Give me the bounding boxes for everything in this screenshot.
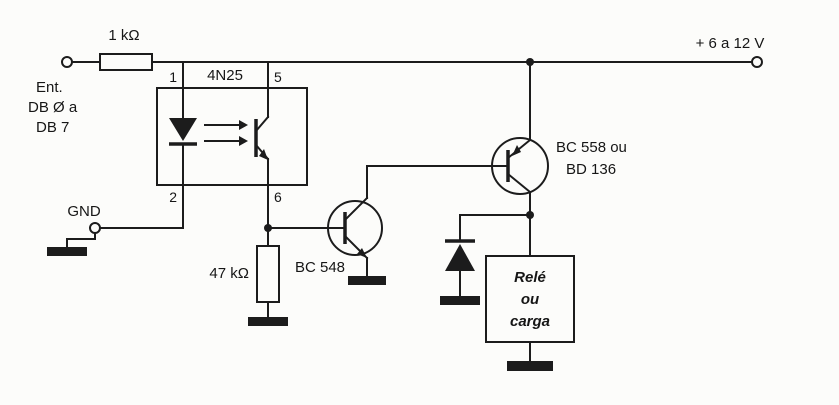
light-arrow-head [239, 136, 248, 146]
input-label: Ent. [36, 79, 63, 96]
emitter-arrow [357, 248, 367, 258]
emitter-arrow [512, 145, 521, 156]
resistor-r1-label: 1 kΩ [108, 27, 139, 44]
pin2-label: 2 [169, 189, 177, 205]
phototransistor-symbol [254, 87, 270, 186]
supply-terminal-icon [751, 56, 763, 68]
resistor-r1: 1 kΩ [99, 27, 153, 71]
gnd-terminal: GND [47, 184, 184, 256]
transistor-bc558-label-line2: BD 136 [566, 161, 616, 178]
ground-icon [47, 247, 87, 256]
resistor-r2-label: 47 kΩ [209, 265, 249, 282]
pin1-label: 1 [169, 69, 177, 85]
supply-voltage-label: + 6 a 12 V [696, 35, 765, 52]
light-arrow-head [239, 120, 248, 130]
emitter-arrow [259, 149, 268, 160]
ground-icon [440, 296, 480, 305]
input-terminal-icon [61, 56, 73, 68]
junction-dot [264, 224, 272, 232]
pin6-label: 6 [274, 189, 282, 205]
flyback-diode [440, 214, 531, 305]
resistor-r2: 47 kΩ [209, 184, 288, 326]
ground-icon [507, 361, 553, 371]
gnd-label: GND [67, 203, 101, 220]
transistor-body [327, 200, 383, 256]
transistor-body [491, 137, 549, 195]
diode-triangle [445, 244, 475, 271]
ground-icon [248, 317, 288, 326]
junction-dot [526, 58, 534, 66]
led-symbol [169, 87, 197, 186]
pin5-label: 5 [274, 69, 282, 85]
input-range-line2: DB 7 [36, 119, 69, 136]
input-terminal: Ent. DB Ø a DB 7 [28, 56, 78, 136]
ground-icon [348, 276, 386, 285]
transistor-bc548-label: BC 548 [295, 259, 345, 276]
power-rail: + 6 a 12 V [71, 35, 765, 68]
resistor-symbol [256, 245, 280, 303]
light-arrow-icons [204, 120, 248, 146]
junction-dot [526, 211, 534, 219]
optocoupler-label: 4N25 [207, 67, 243, 84]
input-range-line1: DB Ø a [28, 99, 78, 116]
load-label-line1: Relé [514, 269, 546, 286]
optocoupler-body [156, 87, 308, 186]
resistor-symbol [99, 53, 153, 71]
load-box [485, 255, 575, 343]
collector-lead [506, 172, 532, 194]
collector-lead [343, 196, 369, 222]
transistor-bc548: BC 548 [267, 165, 509, 285]
gnd-terminal-icon [89, 222, 101, 234]
relay-load: Relé ou carga [485, 255, 575, 371]
load-label-line2: ou [521, 291, 539, 308]
wire-segment [254, 115, 270, 133]
transistor-bc558: BC 558 ou BD 136 [491, 61, 627, 257]
load-label-line3: carga [510, 313, 550, 330]
transistor-bc558-label-line1: BC 558 ou [556, 139, 627, 156]
optocoupler-4n25: 4N25 1 5 2 6 [156, 61, 308, 205]
led-triangle [169, 118, 197, 141]
